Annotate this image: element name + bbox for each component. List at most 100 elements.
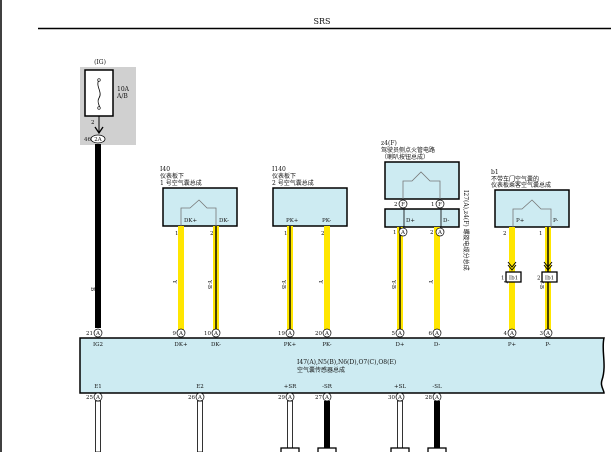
svg-text:b1: b1 — [491, 169, 499, 176]
fuse-block: (IG) 10A A/B 2 2A 46 — [80, 59, 136, 145]
svg-text:3: 3 — [540, 331, 544, 337]
svg-text:27: 27 — [315, 395, 322, 401]
svg-text:F: F — [401, 202, 405, 208]
pin-circle — [398, 227, 408, 237]
svg-text:D+: D+ — [395, 342, 404, 348]
svg-text:30: 30 — [388, 395, 395, 401]
sensor-pin-+SR: A29+SR — [278, 384, 300, 455]
svg-text:A: A — [95, 331, 101, 337]
svg-text:A: A — [434, 331, 440, 337]
svg-text:P+: P+ — [508, 342, 517, 348]
svg-text:A: A — [509, 331, 515, 337]
svg-text:仪表板下: 仪表板下 — [272, 172, 296, 180]
svg-text:I27(A),z4(F) 螺旋电缆分总成: I27(A),z4(F) 螺旋电缆分总成 — [462, 190, 470, 271]
svg-text:-SR: -SR — [322, 384, 333, 390]
svg-text:29: 29 — [278, 395, 285, 401]
svg-text:DK+: DK+ — [174, 342, 188, 348]
svg-text:+SL: +SL — [394, 384, 406, 390]
airbag-sensor-assembly: I47(A),N5(B),N6(D),O7(C),O8(E) 空气囊传感器总成 — [79, 337, 605, 394]
arrow-icon — [507, 261, 517, 271]
wire-d-minus: Y — [427, 227, 440, 332]
svg-text:A: A — [397, 331, 403, 337]
svg-text:I140: I140 — [272, 166, 286, 173]
svg-text:25: 25 — [86, 395, 93, 401]
svg-text:A: A — [397, 395, 403, 401]
svg-text:6: 6 — [429, 331, 433, 337]
wire-color-label: Y-B — [206, 279, 212, 289]
component-z4: z4(F) 驾驶员侧点火管电路 （喇叭按钮总成） F F 2 1 D+ D- 1… — [381, 140, 470, 271]
svg-text:1: 1 — [393, 230, 397, 236]
svg-text:1 号空气囊总成: 1 号空气囊总成 — [160, 179, 202, 187]
svg-text:9: 9 — [173, 331, 177, 337]
wire-color-label: Y — [317, 279, 323, 284]
svg-text:-SL: -SL — [432, 384, 442, 390]
svg-text:E2: E2 — [196, 384, 204, 390]
svg-text:10: 10 — [204, 331, 211, 337]
svg-text:A: A — [287, 331, 293, 337]
svg-text:PK+: PK+ — [286, 218, 299, 224]
sensor-pin-+SL: A30 +SL — [388, 384, 410, 455]
wire-pk-plus: Y-B — [280, 226, 293, 332]
wire-color-label: Y-B — [390, 279, 396, 289]
svg-text:1: 1 — [539, 231, 543, 237]
arrow-icon — [543, 261, 553, 271]
arrow-icon — [94, 126, 104, 135]
wire-d-plus: Y-B — [390, 227, 403, 332]
component-b1: b1 不带车门空气囊的 仪表板乘客空气囊总成 P+ P- 2 1 — [491, 169, 570, 237]
svg-text:驾驶员侧点火管电路: 驾驶员侧点火管电路 — [381, 146, 435, 154]
sensor-pin-D+: A5D+ — [392, 328, 405, 348]
component-i140: I140 仪表板下 2 号空气囊总成 PK+ PK- 1 2 — [272, 166, 348, 237]
fuse-icon — [97, 79, 101, 109]
svg-text:A: A — [213, 331, 219, 337]
svg-text:2: 2 — [430, 230, 434, 236]
pin-circle — [435, 227, 445, 237]
svg-text:Ib1: Ib1 — [509, 276, 518, 282]
svg-text:(IG): (IG) — [94, 59, 106, 66]
svg-text:A: A — [324, 395, 330, 401]
page-title: SRS — [314, 17, 331, 26]
wire-dk-minus: Y-B — [206, 226, 219, 332]
svg-text:D-: D- — [434, 342, 441, 348]
wire-pk-minus: Y — [317, 226, 330, 332]
svg-text:2: 2 — [210, 231, 214, 237]
wire-color-label: Y-B — [280, 279, 286, 289]
svg-text:28: 28 — [425, 395, 432, 401]
svg-text:DK+: DK+ — [184, 218, 198, 224]
svg-text:19: 19 — [278, 331, 285, 337]
sensor-pin--SR: A27-SR — [315, 384, 337, 455]
svg-text:仪表板下: 仪表板下 — [160, 172, 184, 180]
svg-text:26: 26 — [188, 395, 195, 401]
wire-ig2 — [95, 144, 101, 328]
svg-text:DK-: DK- — [211, 342, 221, 348]
svg-text:D-: D- — [443, 218, 450, 224]
svg-text:10A: 10A — [117, 86, 130, 93]
svg-text:20: 20 — [315, 331, 322, 337]
svg-text:仪表板乘客空气囊总成: 仪表板乘客空气囊总成 — [491, 181, 551, 189]
svg-text:A: A — [324, 331, 330, 337]
svg-text:A: A — [434, 395, 440, 401]
svg-text:P+: P+ — [516, 218, 525, 224]
svg-text:1: 1 — [284, 231, 288, 237]
wire-color-label: Y-B — [538, 279, 544, 289]
svg-text:4: 4 — [504, 331, 508, 337]
svg-text:A/B: A/B — [116, 93, 128, 100]
wire-color-label: Y — [171, 279, 177, 284]
component-i40: I40 仪表板下 1 号空气囊总成 DK+ DK- 1 2 — [160, 166, 238, 237]
svg-text:21: 21 — [86, 331, 93, 337]
svg-text:PK+: PK+ — [284, 342, 297, 348]
svg-text:F: F — [438, 202, 442, 208]
svg-text:2: 2 — [91, 120, 95, 126]
svg-text:2: 2 — [503, 231, 507, 237]
svg-text:DK-: DK- — [219, 218, 229, 224]
wire-color-label: Y — [502, 279, 508, 284]
svg-text:A: A — [197, 395, 203, 401]
svg-text:Ib1: Ib1 — [545, 276, 554, 282]
sensor-pin--SL: A28-SL — [425, 384, 447, 455]
svg-text:P-: P- — [553, 218, 558, 224]
